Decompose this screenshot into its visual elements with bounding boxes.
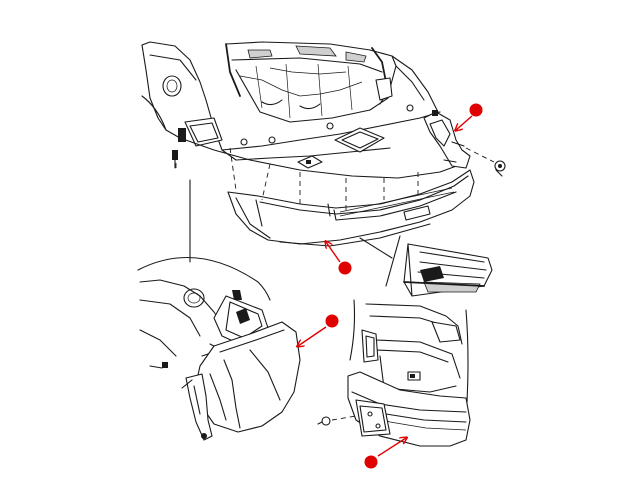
marker-license-bracket [364, 455, 378, 469]
section-detail-view [359, 235, 493, 297]
bumper-corner-detail [137, 256, 301, 441]
push-pin-fastener [465, 147, 506, 177]
bumper-side-bracket [423, 110, 471, 169]
marker-license-bracket-arrow [377, 438, 406, 457]
bumper-fascia [227, 147, 475, 247]
marker-bumper-fascia-arrow [326, 242, 341, 263]
callout-markers [298, 103, 483, 469]
marker-bumper-bracket-arrow [456, 115, 473, 130]
rear-view-detail [317, 299, 471, 447]
marker-bumper-fascia [338, 261, 352, 275]
marker-side-detail-arrow [298, 326, 327, 346]
rear-body-view [141, 41, 463, 179]
marker-side-detail [325, 314, 339, 328]
marker-bumper-bracket [469, 103, 483, 117]
